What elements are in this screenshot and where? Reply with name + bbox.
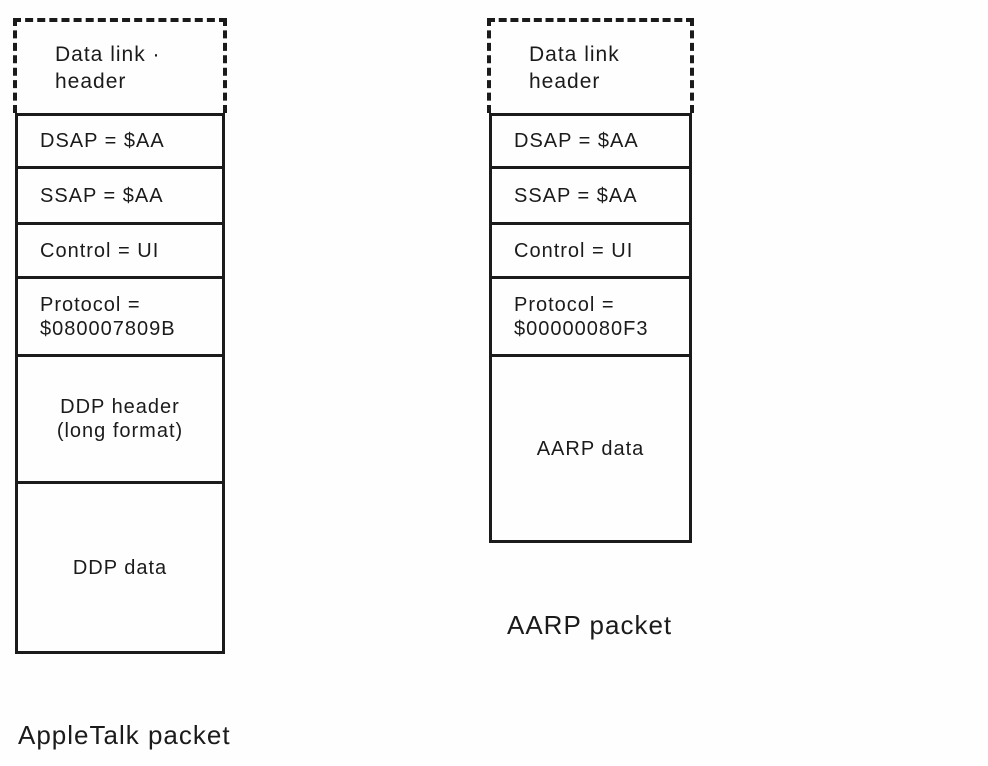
aarp-field-stack: DSAP = $AA SSAP = $AA Control = UI Proto… <box>489 113 692 543</box>
appletalk-row-control: Control = UI <box>18 225 222 279</box>
aarp-row-control: Control = UI <box>492 225 689 279</box>
aarp-row-dsap-label: DSAP = $AA <box>514 130 639 152</box>
aarp-packet-caption: AARP packet <box>507 610 673 640</box>
aarp-data-link-header-label: Data link header <box>529 42 620 93</box>
aarp-row-control-label: Control = UI <box>514 239 634 262</box>
appletalk-row-protocol: Protocol = $080007809B <box>18 279 222 357</box>
aarp-data-link-header-box: Data link header <box>487 18 694 113</box>
aarp-row-ssap-label: SSAP = $AA <box>514 184 638 207</box>
aarp-row-dsap: DSAP = $AA <box>492 116 689 169</box>
appletalk-field-stack: DSAP = $AA SSAP = $AA Control = UI Proto… <box>15 113 225 654</box>
appletalk-row-ssap-label: SSAP = $AA <box>40 184 164 207</box>
aarp-row-aarp-data-label: AARP data <box>536 437 645 460</box>
appletalk-row-ddp-header: DDP header (long format) <box>18 357 222 484</box>
appletalk-data-link-header-box: Data link · header <box>13 18 227 113</box>
aarp-row-protocol-label: Protocol = $00000080F3 <box>514 293 649 340</box>
appletalk-row-ssap: SSAP = $AA <box>18 169 222 225</box>
appletalk-row-control-label: Control = UI <box>40 239 160 262</box>
appletalk-packet-caption: AppleTalk packet <box>18 720 231 750</box>
appletalk-data-link-header-label: Data link · header <box>55 42 161 93</box>
appletalk-packet-diagram: Data link · header DSAP = $AA SSAP = $AA… <box>13 18 227 654</box>
aarp-row-aarp-data: AARP data <box>492 357 689 540</box>
appletalk-row-ddp-data-label: DDP data <box>72 556 168 579</box>
appletalk-row-ddp-data: DDP data <box>18 484 222 651</box>
appletalk-row-dsap: DSAP = $AA <box>18 116 222 169</box>
aarp-row-ssap: SSAP = $AA <box>492 169 689 225</box>
aarp-packet-diagram: Data link header DSAP = $AA SSAP = $AA C… <box>487 18 694 543</box>
appletalk-row-dsap-label: DSAP = $AA <box>40 130 165 152</box>
aarp-row-protocol: Protocol = $00000080F3 <box>492 279 689 357</box>
appletalk-row-ddp-header-label: DDP header (long format) <box>56 396 184 442</box>
appletalk-row-protocol-label: Protocol = $080007809B <box>40 293 176 340</box>
